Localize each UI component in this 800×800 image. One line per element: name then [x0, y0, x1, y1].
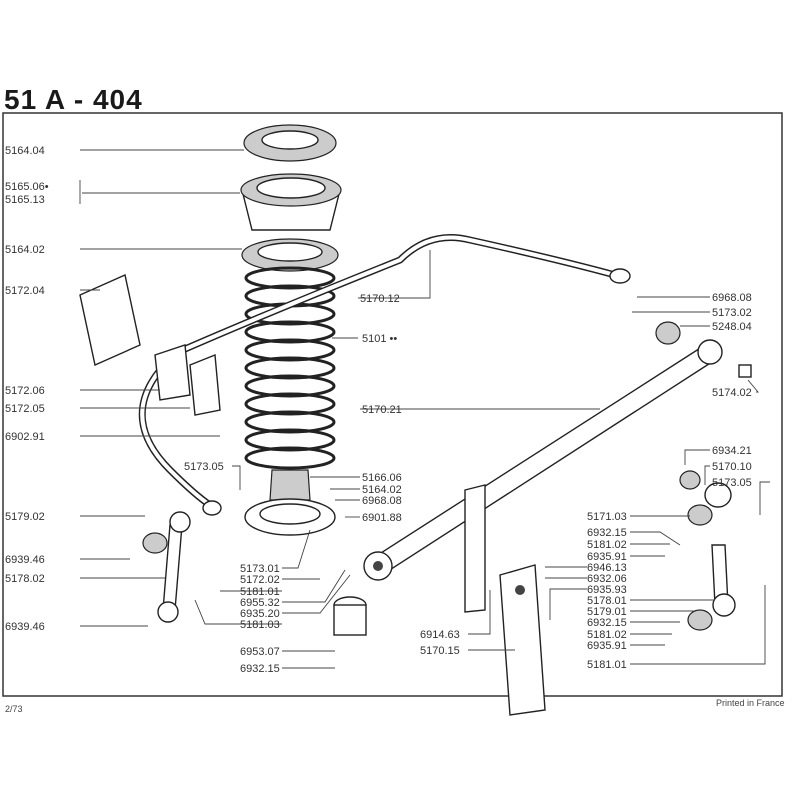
- label-6901-88: 6901.88: [362, 512, 402, 524]
- label-5178-01: 5178.01: [587, 595, 627, 607]
- label-5172-04: 5172.04: [5, 285, 45, 297]
- label-5101: 5101 ••: [362, 333, 397, 345]
- coil-spring: [244, 266, 336, 470]
- label-5173-05: 5173.05: [712, 477, 752, 489]
- label-5164-02: 5164.02: [362, 484, 402, 496]
- label-5165-13: 5165.13: [5, 194, 45, 206]
- label-5172-05: 5172.05: [5, 403, 45, 415]
- label-6932-15: 6932.15: [587, 527, 627, 539]
- label-5173-05: 5173.05: [184, 461, 224, 473]
- label-5174-02: 5174.02: [712, 387, 752, 399]
- page-number: 2/73: [5, 704, 23, 714]
- spring-coil: [244, 338, 336, 362]
- label-5171-03: 5171.03: [587, 511, 627, 523]
- label-6946-13: 6946.13: [587, 562, 627, 574]
- label-5181-01: 5181.01: [240, 586, 280, 598]
- leader-lines: [79, 149, 770, 669]
- diagram-title: 51 A - 404: [4, 84, 143, 115]
- label-5165-06: 5165.06•: [5, 181, 49, 193]
- vertical-brackets: [464, 484, 546, 716]
- label-6968-08: 6968.08: [362, 495, 402, 507]
- label-5170-15: 5170.15: [420, 645, 460, 657]
- label-6932-15: 6932.15: [587, 617, 627, 629]
- anti-roll-bar: [138, 234, 631, 516]
- label-5164-02: 5164.02: [5, 244, 45, 256]
- bracket-plate: [79, 274, 221, 416]
- label-5170-21: 5170.21: [362, 404, 402, 416]
- label-5170-12: 5170.12: [360, 293, 400, 305]
- label-6932-06: 6932.06: [587, 573, 627, 585]
- label-5178-02: 5178.02: [5, 573, 45, 585]
- spring-coil: [244, 446, 336, 470]
- label-6914-63: 6914.63: [420, 629, 460, 641]
- label-6955-32: 6955.32: [240, 597, 280, 609]
- label-6935-93: 6935.93: [587, 584, 627, 596]
- spring-coil: [244, 374, 336, 398]
- label-5181-02: 5181.02: [587, 539, 627, 551]
- printed-note: Printed in France: [716, 698, 785, 708]
- label-5164-04: 5164.04: [5, 145, 45, 157]
- diagram-frame: [2, 112, 783, 697]
- label-6932-15: 6932.15: [240, 663, 280, 675]
- label-6939-46: 6939.46: [5, 621, 45, 633]
- spring-coil: [244, 356, 336, 380]
- spring-coil: [244, 410, 336, 434]
- shock-absorber: [244, 469, 336, 536]
- label-5166-06: 5166.06: [362, 472, 402, 484]
- label-6902-91: 6902.91: [5, 431, 45, 443]
- label-5181-02: 5181.02: [587, 629, 627, 641]
- label-5248-04: 5248.04: [712, 321, 752, 333]
- spring-coil: [244, 428, 336, 452]
- label-5172-06: 5172.06: [5, 385, 45, 397]
- label-5179-01: 5179.01: [587, 606, 627, 618]
- spring-coil: [244, 392, 336, 416]
- label-5173-01: 5173.01: [240, 563, 280, 575]
- label-5181-01: 5181.01: [587, 659, 627, 671]
- part-labels: 5164.04 5165.06• 5165.13 5164.02 5172.04…: [5, 145, 752, 675]
- label-6935-91: 6935.91: [587, 551, 627, 563]
- label-5181-03: 5181.03: [240, 619, 280, 631]
- label-6935-91: 6935.91: [587, 640, 627, 652]
- spring-assembly: [240, 124, 342, 272]
- label-6939-46: 6939.46: [5, 554, 45, 566]
- label-5179-02: 5179.02: [5, 511, 45, 523]
- spring-coil: [244, 320, 336, 344]
- label-6935-20: 6935.20: [240, 608, 280, 620]
- label-6953-07: 6953.07: [240, 646, 280, 658]
- spring-coil: [244, 266, 336, 290]
- label-5172-02: 5172.02: [240, 574, 280, 586]
- link-arms: [142, 321, 752, 636]
- label-5173-02: 5173.02: [712, 307, 752, 319]
- label-6934-21: 6934.21: [712, 445, 752, 457]
- label-5170-10: 5170.10: [712, 461, 752, 473]
- label-6968-08: 6968.08: [712, 292, 752, 304]
- panhard-rod: [363, 339, 723, 581]
